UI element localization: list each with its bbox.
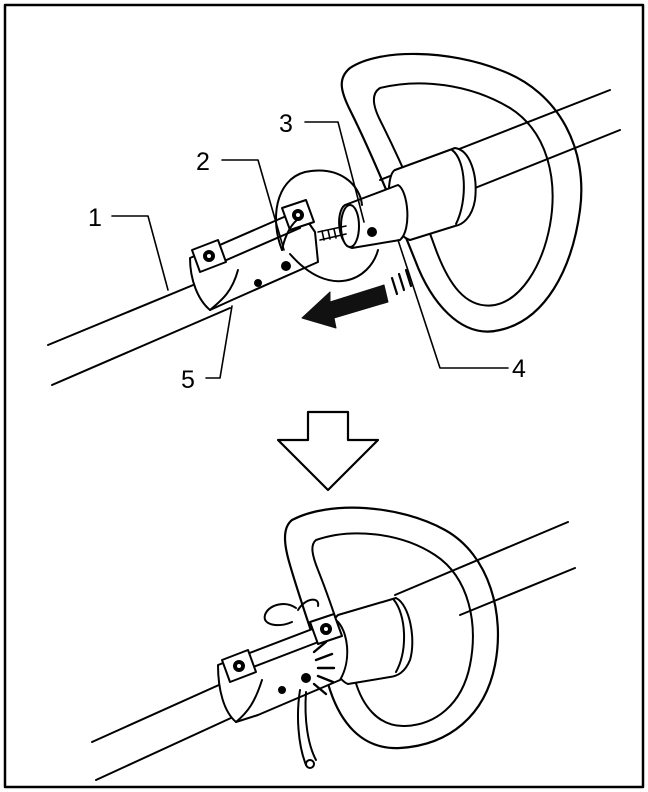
leader-2 [221, 159, 285, 251]
sleeve-knob-right [281, 199, 315, 231]
sleeve-pin-bottom [301, 673, 311, 683]
threaded-screw [317, 225, 347, 241]
sleeve-knob-left [191, 239, 227, 273]
loop-handle-bottom [283, 506, 499, 750]
click-burst-icon [312, 640, 336, 696]
leader-1 [111, 215, 169, 291]
handle-clamp [387, 147, 477, 241]
inner-coupling [317, 184, 409, 249]
callout-5: 5 [181, 366, 195, 394]
top-view-before: 1 2 3 4 5 [47, 52, 621, 394]
down-arrow-icon [276, 410, 380, 492]
callout-4: 4 [512, 355, 526, 383]
main-shaft-bottom [91, 679, 245, 781]
sleeve-knob-left-bottom [221, 649, 257, 683]
callout-2: 2 [196, 148, 210, 176]
sleeve-hole-bottom [278, 686, 286, 694]
motion-arrow [301, 268, 413, 329]
coupling-bolt-hole [367, 227, 377, 237]
leader-3 [304, 121, 365, 223]
bottom-view-after [91, 506, 576, 781]
leader-4 [397, 239, 509, 369]
callout-1: 1 [88, 204, 102, 232]
main-shaft [47, 275, 231, 386]
joint-sleeve-bottom [217, 613, 349, 723]
loop-handle [340, 52, 583, 333]
leader-5 [205, 305, 233, 379]
callout-3: 3 [279, 110, 293, 138]
sleeve-hole [254, 279, 262, 287]
rear-shaft-bottom [394, 521, 576, 616]
tied-lanyard [263, 598, 320, 769]
callout-leaders-top [111, 121, 509, 379]
sleeve-pin [281, 261, 291, 271]
sleeve-knob-right-bottom [309, 613, 343, 645]
